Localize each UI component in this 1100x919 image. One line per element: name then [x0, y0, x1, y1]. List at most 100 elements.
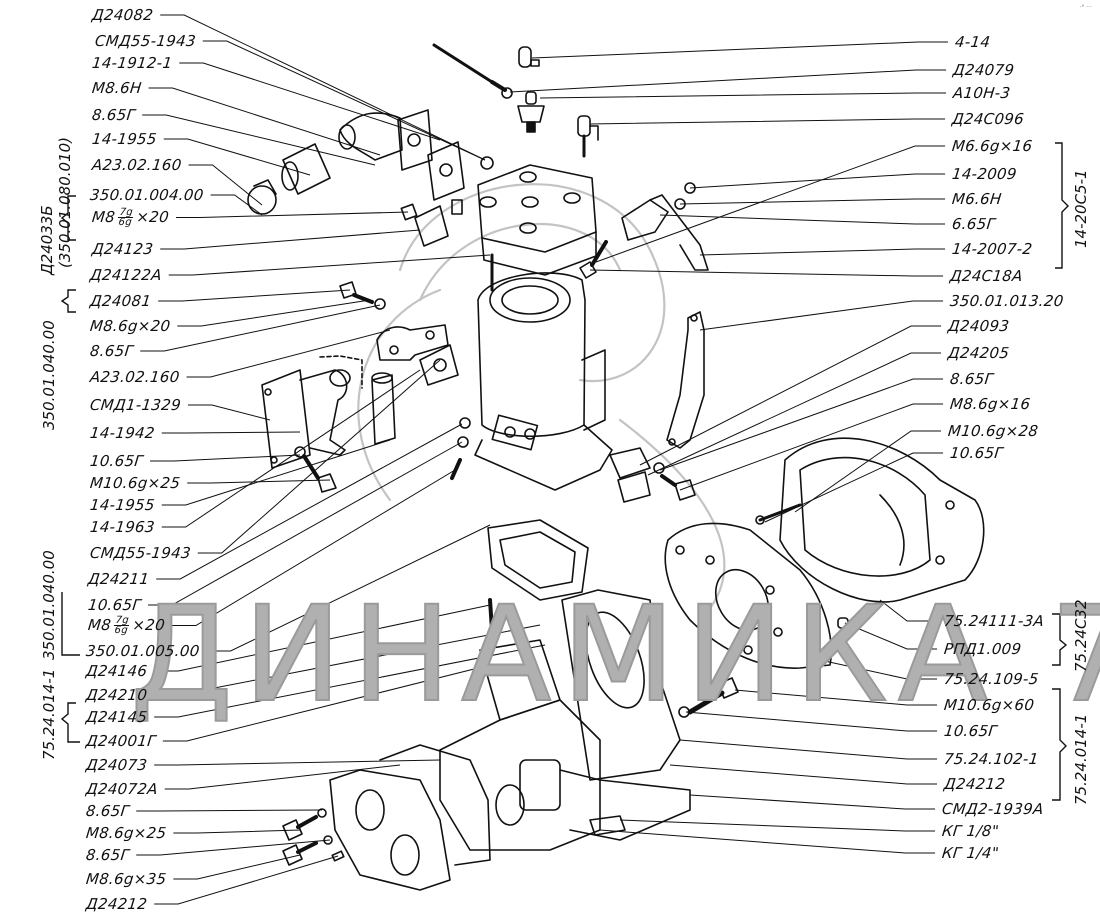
leader-line-left [197, 359, 441, 554]
part-label: М8.6g×20 [89, 317, 172, 335]
leader-line-right [589, 118, 946, 125]
leader-line-right [699, 248, 946, 256]
group-sublabel-left-1: (350.01.080.010) [56, 137, 74, 268]
fraction-denominator: 6g [117, 217, 133, 228]
part-label: Д24122А [89, 266, 163, 284]
leader-line-left [161, 439, 391, 506]
leader-line-right [639, 325, 942, 466]
leader-line-right [669, 764, 938, 785]
front-bolts-part [282, 808, 345, 866]
fraction-prefix: М8 [91, 208, 117, 226]
group-label-left-4: 75.24.014-1 [40, 668, 58, 760]
long-bolt-part [678, 677, 739, 718]
leader-line-right [539, 92, 947, 99]
leader-line-left [150, 454, 301, 462]
fraction-prefix: М8 [87, 616, 113, 634]
leader-line-left [154, 644, 546, 718]
leader-line-right [734, 689, 938, 706]
leader-line-right [595, 145, 946, 263]
leader-line-right [509, 69, 947, 93]
leader-line-right [794, 430, 942, 513]
part-label: Д24210 [85, 686, 149, 704]
bolt-part-2 [294, 446, 337, 493]
part-label: Д24079 [952, 61, 1016, 79]
part-label: А10Н-3 [952, 84, 1012, 102]
part-label: 8.65Г [85, 846, 131, 864]
gasket-part [427, 141, 465, 201]
part-label: М8.6g×35 [85, 870, 168, 888]
leader-line-left [160, 14, 486, 161]
leader-line-left [154, 624, 541, 696]
part-label: М6.6g×16 [951, 137, 1034, 155]
part-label: Д24С096 [951, 110, 1025, 128]
crankcase-part [439, 589, 691, 851]
right-group-bracket-2 [1052, 613, 1068, 666]
part-label: 8.65Г [949, 370, 995, 388]
part-label: 8.65Г [85, 802, 131, 820]
leader-line-left [171, 469, 456, 626]
leader-line-right [879, 599, 938, 622]
leader-line-left [187, 404, 271, 421]
part-label: 14-1963 [89, 518, 156, 536]
part-label: 350.01.005.00 [85, 642, 201, 660]
leader-line-right [689, 173, 946, 189]
flange-gasket-part [609, 447, 651, 503]
fraction-suffix: ×20 [135, 208, 170, 226]
leader-line-left [168, 254, 491, 276]
fraction-denominator: 6g [113, 625, 129, 636]
leader-line-left [173, 829, 301, 834]
clamp-part [247, 179, 277, 215]
leader-line-left [158, 289, 351, 302]
leader-line-right [599, 829, 936, 854]
logo-watermark-icon [357, 183, 726, 622]
front-cover-part [329, 744, 491, 891]
leader-line-left [177, 299, 371, 327]
group-label-right-2: 75.24С32 [1072, 599, 1090, 672]
part-label: Д24211 [87, 570, 151, 588]
leader-line-right [647, 352, 942, 476]
leader-line-right [819, 659, 938, 680]
leader-line-left [136, 839, 331, 856]
part-label: 14-2009 [951, 165, 1018, 183]
throttle-lever-part [666, 311, 705, 449]
leader-line-left [179, 62, 441, 141]
part-label: Д24093 [947, 317, 1011, 335]
leader-line-right [764, 452, 944, 523]
leader-line-left [154, 604, 491, 672]
dowel-pin-part [837, 617, 849, 629]
leader-line-right [679, 198, 946, 205]
leader-line-left [187, 479, 331, 484]
leader-line-right [689, 794, 936, 810]
leader-line-left [148, 441, 463, 606]
part-label: 75.24.109-5 [943, 670, 1040, 688]
group-label-left-3: 350.01.040.00 [40, 550, 58, 660]
bolt-part [339, 281, 386, 310]
part-label: 75.24111-3А [943, 612, 1046, 630]
nut-part [480, 156, 494, 170]
group-brackets [60, 142, 1069, 801]
part-label: М8.6Н [91, 79, 143, 97]
back-plate-part [664, 522, 849, 669]
part-label: Д24123 [91, 240, 155, 258]
leader-line-right [685, 711, 938, 732]
leader-line-left [156, 423, 463, 580]
part-label: 10.65Г [943, 722, 999, 740]
part-label: 6.65Г [951, 215, 997, 233]
part-label: 14-1912-1 [91, 54, 174, 72]
part-label: М8.6g×25 [85, 824, 168, 842]
spark-wire-part [432, 43, 513, 99]
leader-line-left [154, 855, 339, 905]
right-group-bracket-1 [1055, 142, 1069, 269]
part-label: Д24145 [85, 708, 149, 726]
group-label-right-1: 14-20С5-1 [1072, 169, 1090, 248]
leader-line-left [186, 329, 391, 378]
leader-line-left [173, 854, 301, 880]
leader-line-right [679, 403, 944, 491]
part-label: КГ 1/8" [941, 822, 1000, 840]
leader-line-left [161, 369, 421, 528]
corner-mark: ·° ··· [1079, 4, 1092, 11]
cap-part [518, 46, 540, 68]
